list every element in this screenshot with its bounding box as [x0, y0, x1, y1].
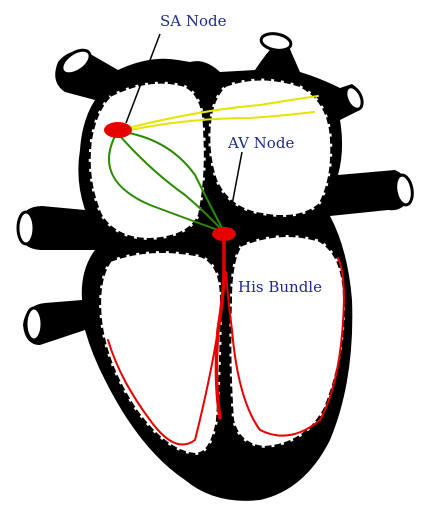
vessel-left-upper	[18, 212, 34, 244]
sa-node-label: SA Node	[160, 12, 227, 30]
av-node-marker	[212, 227, 236, 241]
vessel-left-lower	[26, 308, 42, 340]
vessel-top-center	[260, 32, 292, 53]
right-ventricle	[99, 251, 222, 455]
right-atrium	[89, 82, 206, 240]
av-node-label: AV Node	[227, 134, 294, 152]
sa-node-marker	[104, 122, 132, 138]
his-bundle-label: His Bundle	[238, 278, 322, 296]
